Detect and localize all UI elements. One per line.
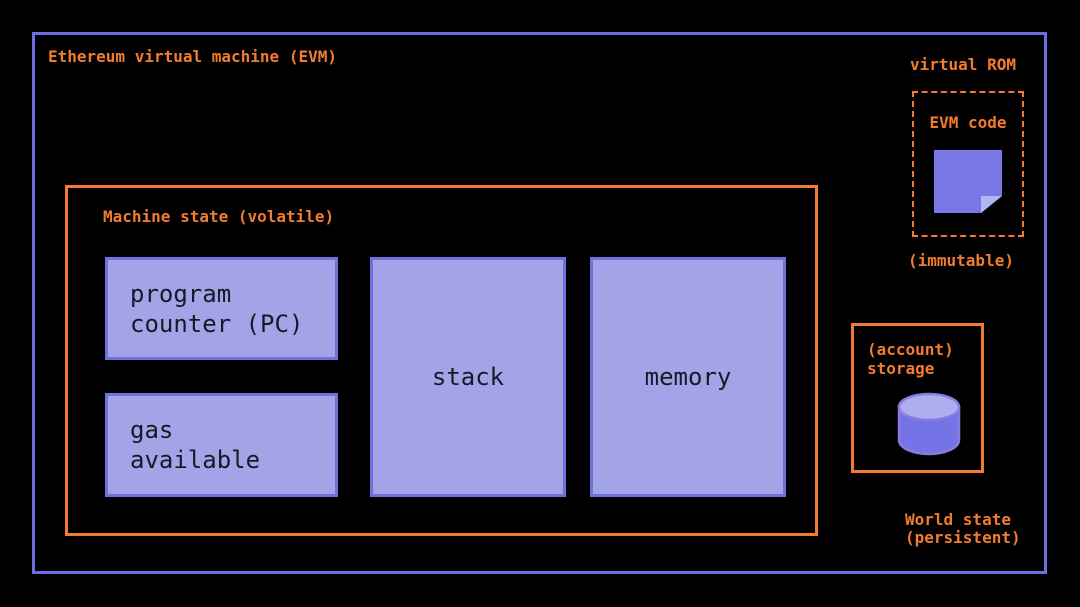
world-state-label-line2: (persistent) xyxy=(905,528,1021,547)
immutable-note: (immutable) xyxy=(908,251,1014,270)
program-counter-box: program counter (PC) xyxy=(105,257,338,360)
evm-title: Ethereum virtual machine (EVM) xyxy=(48,47,337,66)
memory-box: memory xyxy=(590,257,786,497)
gas-available-label-line1: gas xyxy=(130,416,174,444)
program-counter-label-line1: program xyxy=(130,279,232,308)
program-counter-label-line2: counter (PC) xyxy=(130,309,304,338)
code-note-icon xyxy=(934,150,1002,213)
memory-label: memory xyxy=(644,363,732,391)
virtual-rom-label: virtual ROM xyxy=(910,55,1016,74)
account-storage-label-line2: storage xyxy=(867,359,935,378)
world-state-caption: World state (persistent) xyxy=(905,511,1021,547)
account-storage-box: (account) storage xyxy=(851,323,984,473)
machine-state-label: Machine state (volatile) xyxy=(103,207,335,226)
virtual-rom-box: EVM code xyxy=(912,91,1024,237)
world-state-label-line1: World state xyxy=(905,510,1011,529)
evm-code-label: EVM code xyxy=(929,113,1007,132)
gas-available-box: gas available xyxy=(105,393,338,497)
evm-container-box: Ethereum virtual machine (EVM) Machine s… xyxy=(32,32,1047,574)
machine-state-box: Machine state (volatile) program counter… xyxy=(65,185,818,536)
stack-label: stack xyxy=(431,363,505,391)
database-cylinder-icon xyxy=(897,392,961,456)
gas-available-label-line2: available xyxy=(130,446,261,474)
account-storage-label-line1: (account) xyxy=(867,340,954,359)
stack-box: stack xyxy=(370,257,566,497)
